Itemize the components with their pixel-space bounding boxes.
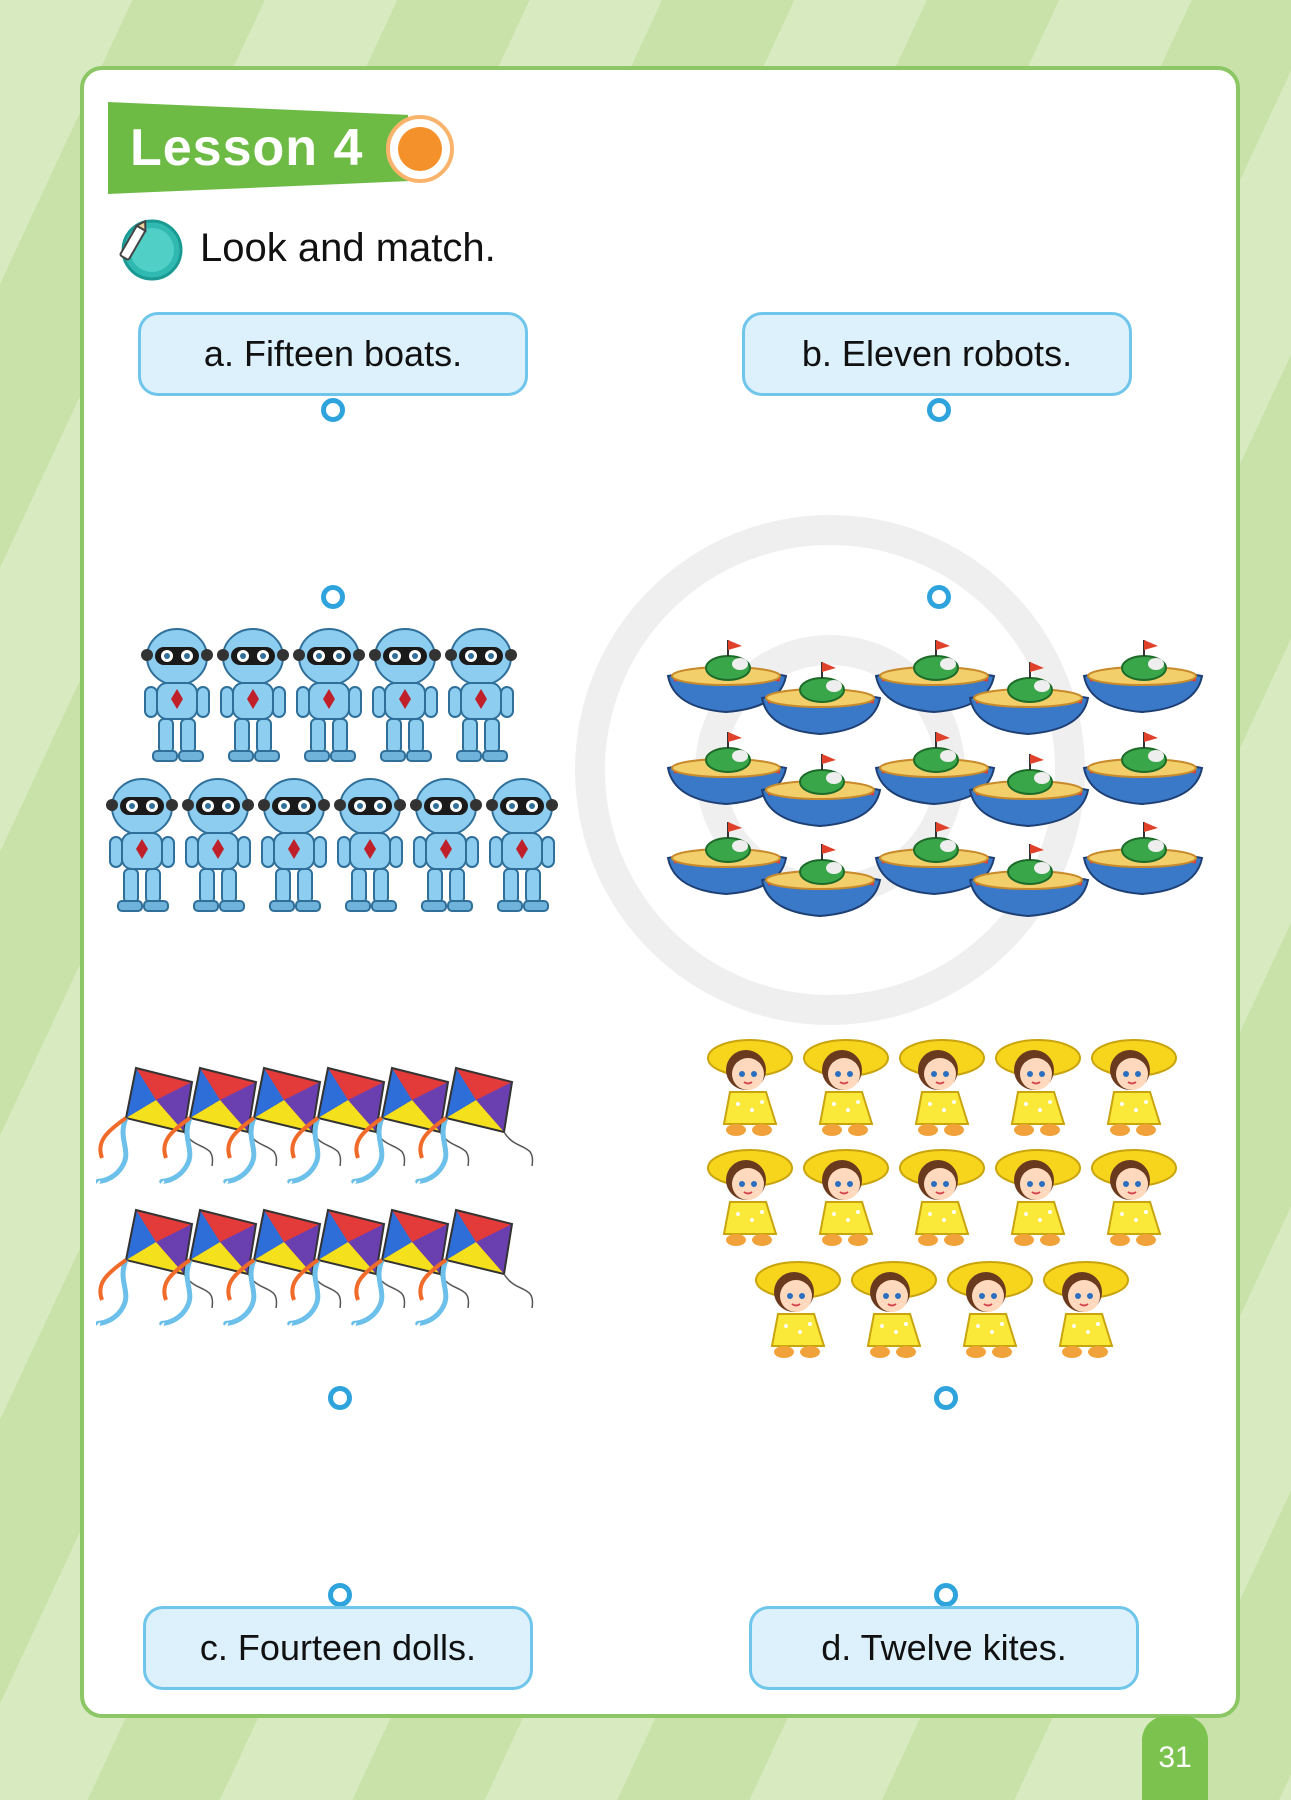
match-point-kites[interactable] [328, 1386, 352, 1410]
label-a-text: a. Fifteen boats. [203, 333, 463, 374]
boats-picture [666, 638, 1204, 918]
label-c: c. Fourteen dolls. [143, 1606, 533, 1690]
match-point-boats[interactable] [927, 585, 951, 609]
robots-picture [105, 628, 559, 912]
page-number: 31 [1142, 1716, 1208, 1800]
match-point-d[interactable] [934, 1583, 958, 1607]
label-b-text: b. Eleven robots. [801, 333, 1073, 374]
label-c-text: c. Fourteen dolls. [199, 1627, 477, 1668]
label-d: d. Twelve kites. [749, 1606, 1139, 1690]
match-point-b[interactable] [927, 398, 951, 422]
kites-picture [96, 1062, 596, 1342]
match-point-c[interactable] [328, 1583, 352, 1607]
lesson-title: Lesson 4 [130, 119, 364, 177]
dolls-picture [707, 1039, 1177, 1359]
label-b: b. Eleven robots. [742, 312, 1132, 396]
orange-dot-icon [386, 115, 454, 183]
label-d-text: d. Twelve kites. [821, 1627, 1067, 1668]
lesson-banner [108, 102, 408, 194]
match-point-dolls[interactable] [934, 1386, 958, 1410]
label-a: a. Fifteen boats. [138, 312, 528, 396]
match-point-a[interactable] [321, 398, 345, 422]
match-point-robots[interactable] [321, 585, 345, 609]
instruction-text: Look and match. [200, 226, 496, 270]
pencil-icon [119, 219, 183, 281]
